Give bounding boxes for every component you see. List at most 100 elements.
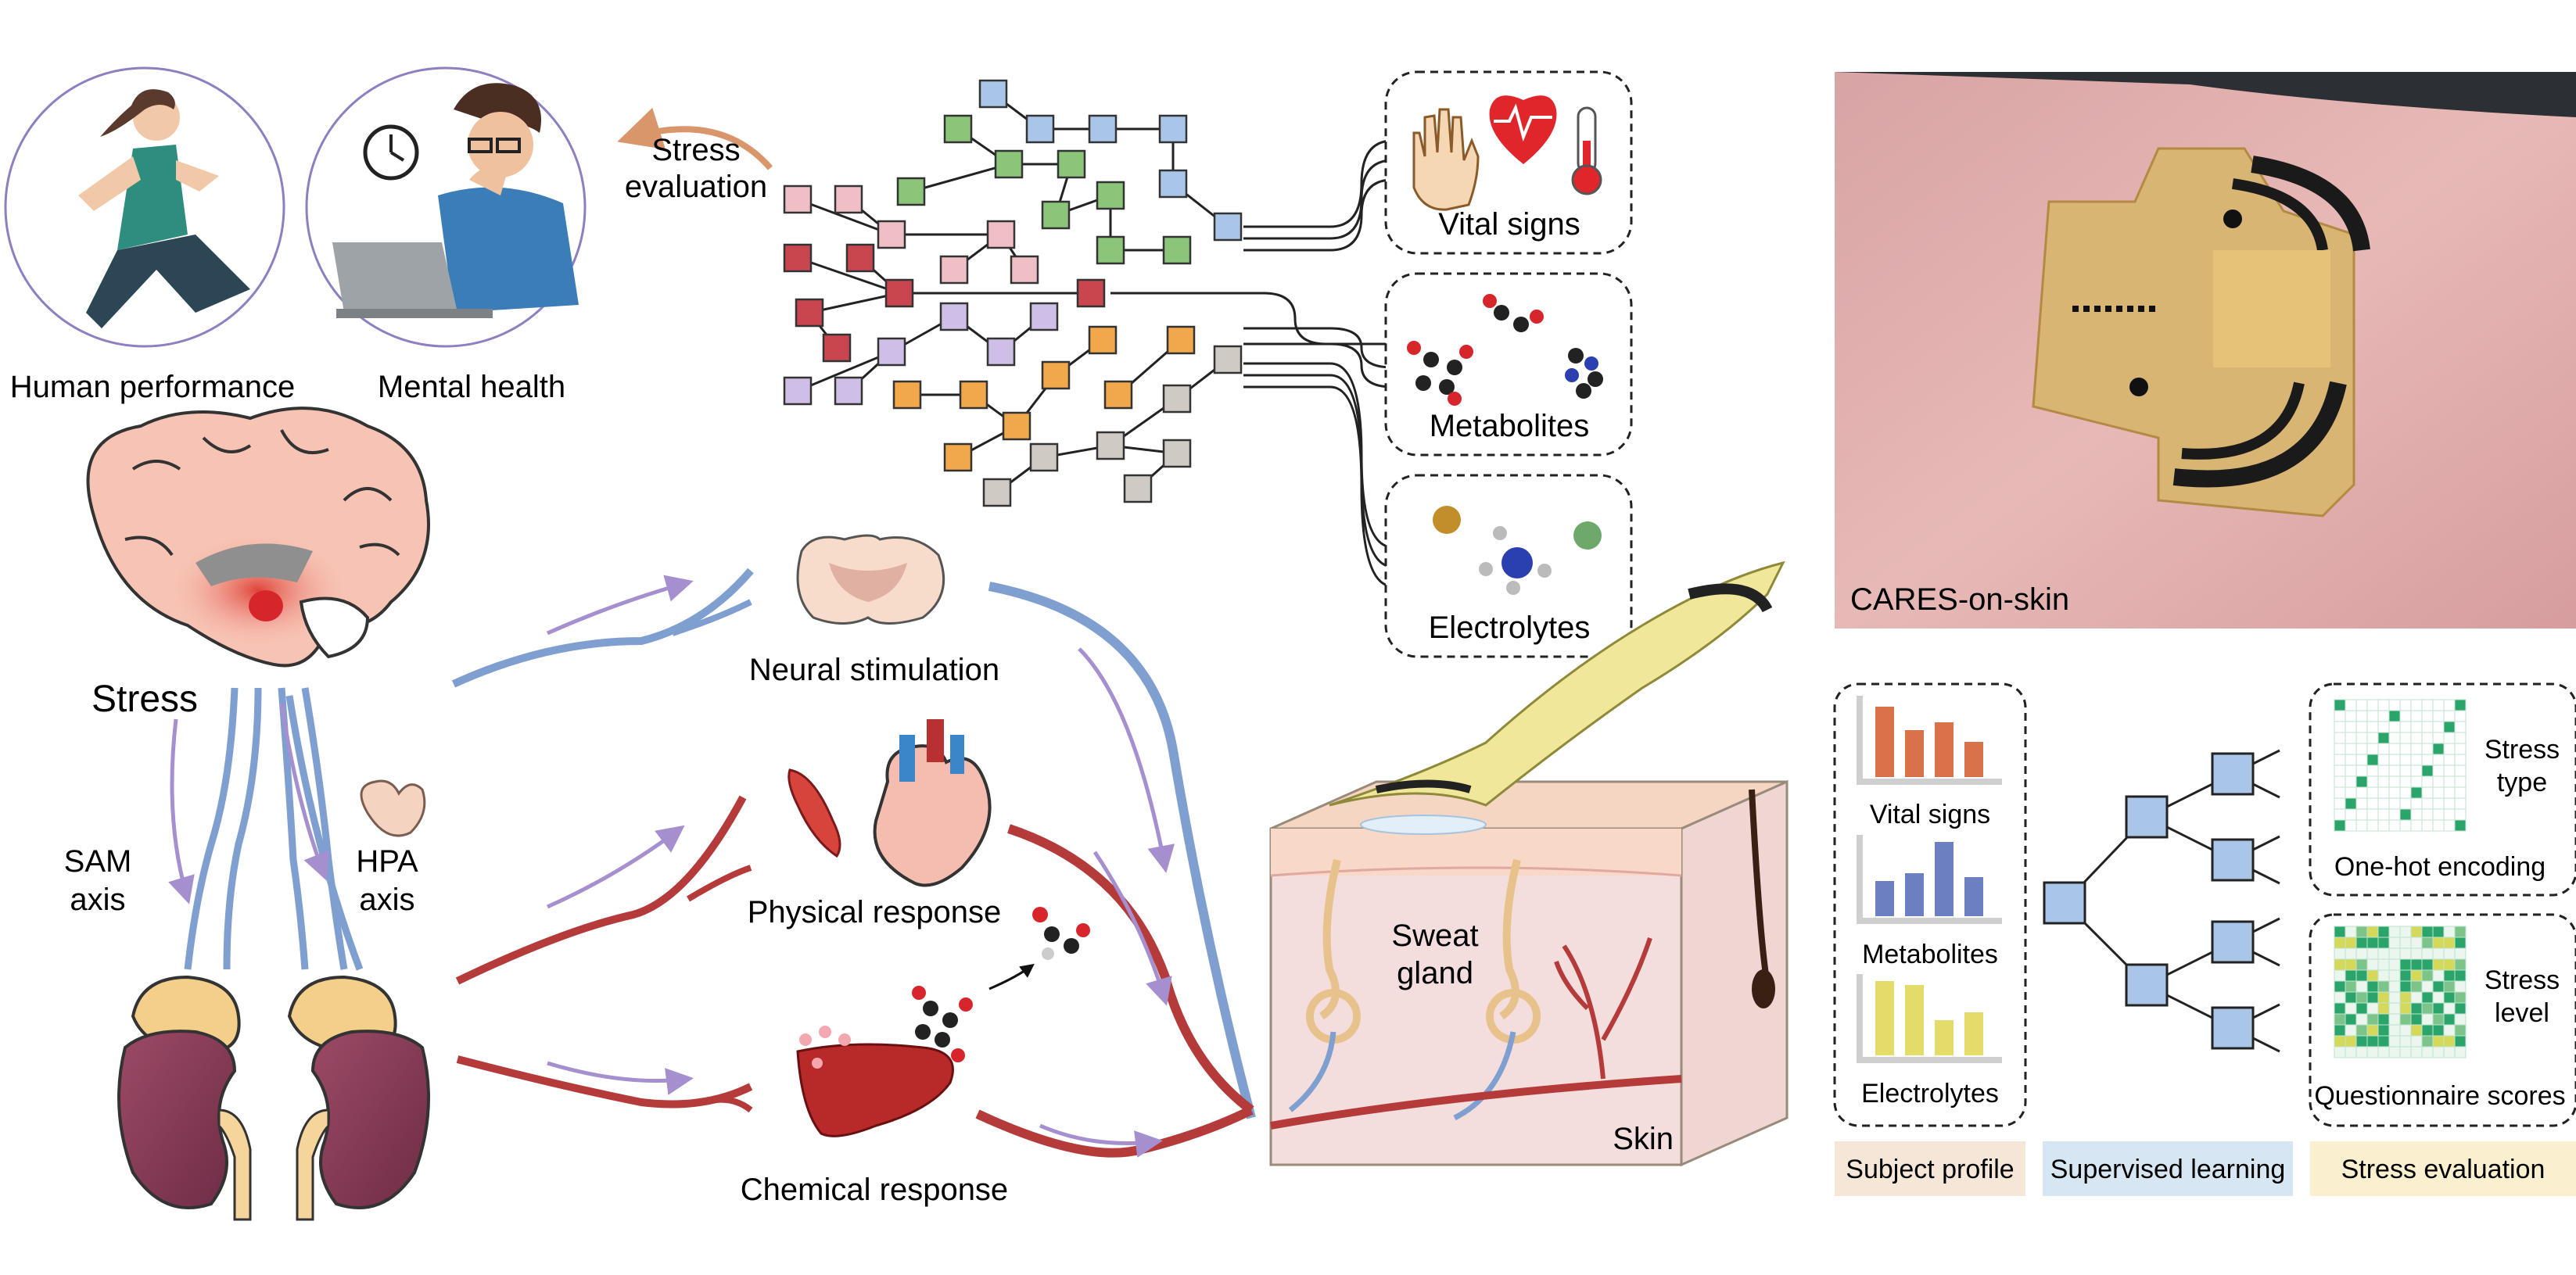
clock-icon	[363, 124, 419, 181]
grid-cell	[2454, 937, 2467, 949]
tree-node	[877, 220, 906, 249]
grid-cell	[2454, 1035, 2467, 1048]
grid-cell	[2366, 1046, 2379, 1058]
grid-cell	[2377, 937, 2390, 949]
grid-cell	[2377, 926, 2390, 938]
hpa-line1: HPA	[356, 844, 418, 879]
grid-cell	[2388, 1035, 2401, 1048]
grid-cell	[2399, 754, 2412, 766]
grid-cell	[2377, 1002, 2390, 1015]
grid-cell	[2443, 980, 2456, 993]
tree-node	[783, 243, 813, 273]
grid-cell	[2421, 754, 2434, 766]
bar-axes	[1857, 974, 2002, 1063]
grid-cell	[2432, 699, 2445, 711]
cares-on-skin-photo: CARES-on-skin	[1835, 72, 2576, 629]
grid-cell	[2345, 732, 2357, 744]
grid-cell	[2421, 958, 2434, 971]
grid-cell	[2443, 710, 2456, 722]
supervised-learning-band	[2043, 1141, 2293, 1196]
tree-connector	[1243, 374, 1394, 568]
grid-cell	[2345, 786, 2357, 799]
tree-node	[1057, 149, 1086, 179]
mental-health-circle	[305, 66, 587, 348]
grid-cell	[2421, 969, 2434, 982]
grid-cell	[2432, 1024, 2445, 1037]
tree-node	[986, 337, 1016, 367]
grid-cell	[2399, 710, 2412, 722]
grid-cell	[2432, 721, 2445, 733]
grid-cell	[2421, 1013, 2434, 1026]
grid-cell	[2443, 721, 2456, 733]
panel-vital-signs-label: Vital signs	[1870, 800, 1990, 829]
grid-cell	[2410, 732, 2423, 744]
grid-cell	[2399, 765, 2412, 777]
grid-cell	[2410, 1013, 2423, 1026]
grid-cell	[2345, 808, 2357, 821]
grid-cell	[2410, 969, 2423, 982]
tree-node	[1096, 235, 1125, 265]
tree-connector	[1243, 342, 1394, 389]
profile-bar	[1905, 730, 1924, 777]
grid-cell	[2454, 1046, 2467, 1058]
tree-connector	[1243, 139, 1394, 228]
grid-cell	[2345, 710, 2357, 722]
grid-cell	[2355, 1013, 2368, 1026]
grid-cell	[2399, 699, 2412, 711]
grid-cell	[2366, 786, 2379, 799]
grid-cell	[2410, 1035, 2423, 1048]
grid-cell	[2410, 1024, 2423, 1037]
grid-cell	[2399, 743, 2412, 755]
grid-cell	[2443, 1024, 2456, 1037]
subject-profile-band	[1835, 1141, 2025, 1196]
sam-arrow	[168, 718, 195, 904]
grid-cell	[2454, 699, 2467, 711]
grid-cell	[2334, 765, 2346, 777]
grid-cell	[2388, 786, 2401, 799]
grid-cell	[2355, 743, 2368, 755]
physical-purple-arrow	[546, 825, 685, 909]
grid-cell	[2399, 1035, 2412, 1048]
blue-nerve-to-skin	[988, 582, 1256, 1119]
grid-cell	[2334, 754, 2346, 766]
chemical-response-label: Chemical response	[741, 1173, 1008, 1207]
grid-cell	[2432, 969, 2445, 982]
tree-node	[1158, 169, 1188, 199]
grid-cell	[2443, 797, 2456, 810]
grid-cell	[2443, 1002, 2456, 1015]
tree-node	[959, 380, 988, 410]
bar-axes	[1857, 696, 2002, 785]
grid-cell	[2410, 1002, 2423, 1015]
tree-node	[1010, 255, 1039, 285]
tree-node	[834, 184, 863, 214]
grid-cell	[2388, 947, 2401, 960]
grid-cell	[2421, 808, 2434, 821]
physical-vessel-branch	[686, 865, 752, 902]
grid-cell	[2399, 1013, 2412, 1026]
tree-node	[877, 337, 906, 367]
tree-node	[884, 278, 914, 308]
grid-cell	[2443, 1035, 2456, 1048]
grid-cell	[2410, 721, 2423, 733]
grid-cell	[2410, 754, 2423, 766]
grid-cell	[2334, 926, 2346, 938]
hand-icon	[1412, 108, 1480, 211]
grid-cell	[2366, 808, 2379, 821]
grid-cell	[2421, 743, 2434, 755]
grid-cell	[2399, 1002, 2412, 1015]
grid-cell	[2410, 819, 2423, 832]
grid-cell	[2410, 1046, 2423, 1058]
grid-cell	[2454, 1002, 2467, 1015]
grid-cell	[2355, 699, 2368, 711]
grid-cell	[2334, 775, 2346, 788]
grid-cell	[2366, 699, 2379, 711]
grid-cell	[2366, 765, 2379, 777]
grid-cell	[2443, 808, 2456, 821]
grid-cell	[2388, 937, 2401, 949]
grid-cell	[2399, 797, 2412, 810]
glucose-molecule	[912, 986, 973, 1062]
grid-cell	[2432, 1002, 2445, 1015]
grid-cell	[2334, 710, 2346, 722]
stress-type-line1: Stress	[2485, 735, 2560, 765]
grid-cell	[2443, 765, 2456, 777]
